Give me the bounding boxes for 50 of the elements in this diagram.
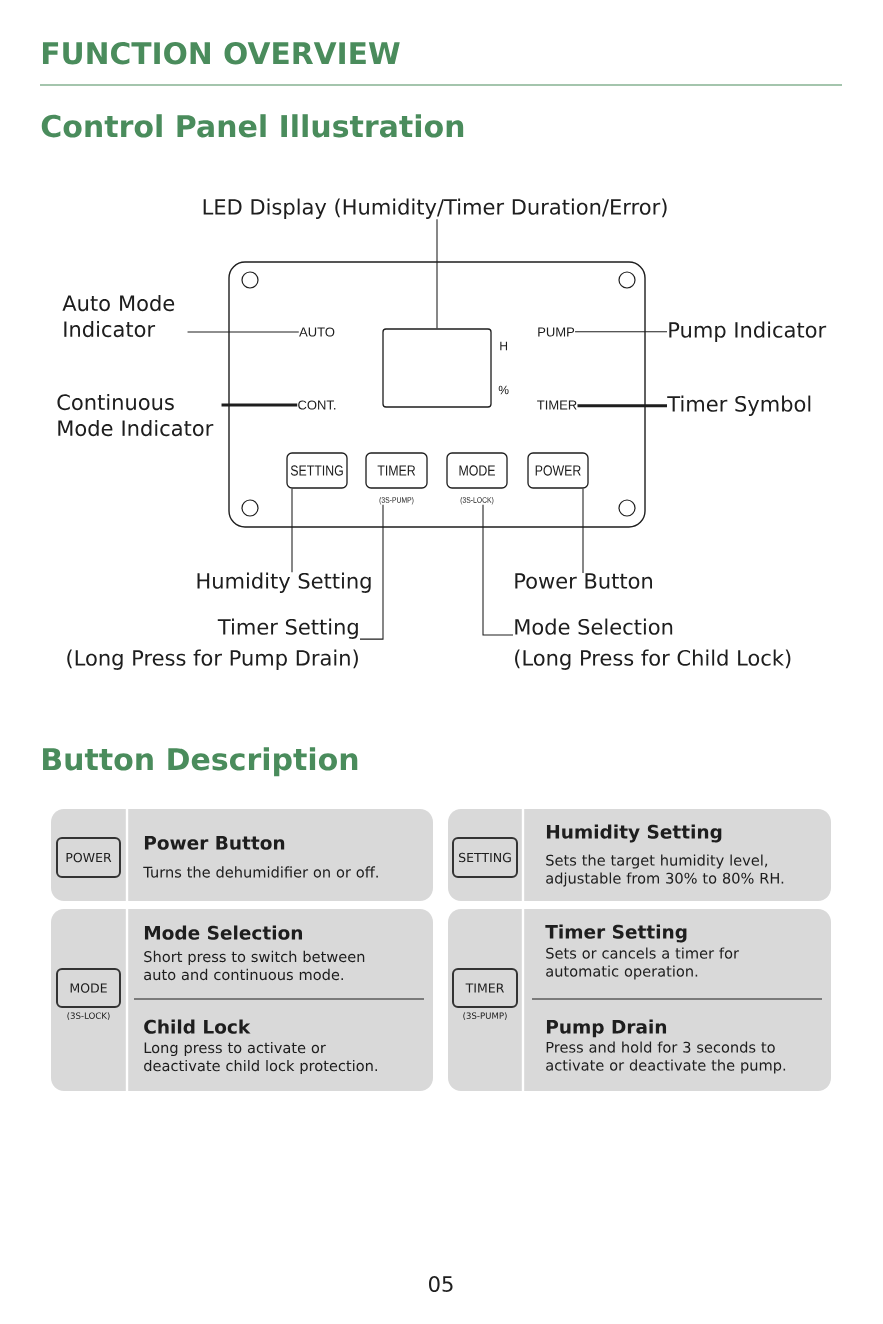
indicator-label: AUTO <box>299 327 335 337</box>
callout-label: (Long Press for Pump Drain) <box>67 649 358 670</box>
leader-line <box>187 331 300 333</box>
section-heading: Button Description <box>43 747 358 777</box>
callout-label: Humidity Setting <box>197 572 371 593</box>
leader-line <box>291 488 293 573</box>
leader-line <box>221 403 298 407</box>
callout-label: Pump Indicator <box>669 321 827 342</box>
leader-line <box>574 331 668 333</box>
callout-label: LED Display (Humidity/Timer Duration/Error) <box>203 198 667 219</box>
card-heading: Mode Selection <box>144 925 302 940</box>
button-caption: (3S-PUMP) <box>463 1012 507 1020</box>
card-heading: Pump Drain <box>546 1019 667 1038</box>
card-text: Long press to activate or deactivate child lock protection. <box>144 1041 377 1075</box>
leader-line <box>436 218 438 329</box>
card-text: Sets the target humidity level, adjustable from 30% to 80% RH. <box>546 854 784 887</box>
card-heading: Timer Setting <box>545 924 687 943</box>
callout-label: (Long Press for Child Lock) <box>515 649 791 670</box>
section-heading: Control Panel Illustration <box>41 114 464 138</box>
leader-line <box>482 504 514 636</box>
button-caption: (3S-LOCK) <box>67 1012 110 1020</box>
card-heading: Humidity Setting <box>546 824 722 843</box>
callout-label: Timer Symbol <box>667 395 811 416</box>
page-title: FUNCTION OVERVIEW <box>43 41 400 65</box>
leader-line <box>577 404 667 408</box>
callout-label: Mode Selection <box>515 618 673 635</box>
panel-button: SETTING <box>286 452 348 489</box>
unit-label: H <box>500 341 507 351</box>
panel-button: MODE <box>446 452 508 489</box>
indicator-label: CONT. <box>298 400 336 410</box>
page-number: 05 <box>429 1276 453 1292</box>
card-text: Turns the dehumidifier on or off. <box>143 866 378 878</box>
leader-line <box>359 504 384 640</box>
card-text: Short press to switch between auto and continuous mode. <box>144 950 365 981</box>
panel-button: POWER <box>527 452 589 489</box>
card-text: Press and hold for 3 seconds to activate or deactivate the pump. <box>546 1041 786 1074</box>
indicator-label: PUMP <box>538 327 575 337</box>
button-caption: (3S-PUMP) <box>379 496 414 505</box>
panel-button: TIMER <box>365 452 428 489</box>
card-heading: Child Lock <box>144 1019 251 1034</box>
callout-label: Power Button <box>515 573 652 589</box>
leader-line <box>582 488 584 574</box>
unit-label: % <box>498 385 509 395</box>
callout-label: Continuous Mode Indicator <box>57 393 214 437</box>
button-caption: (3S-LOCK) <box>460 496 494 505</box>
callout-label: Timer Setting <box>217 618 358 639</box>
card-heading: Power Button <box>144 836 285 850</box>
card-text: Sets or cancels a timer for automatic operation. <box>546 947 740 980</box>
callout-label: Auto Mode Indicator <box>62 294 175 338</box>
indicator-label: TIMER <box>537 400 577 410</box>
